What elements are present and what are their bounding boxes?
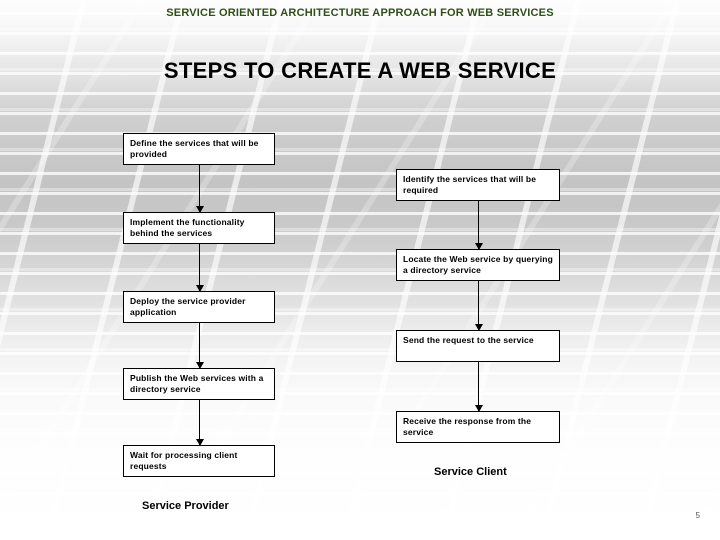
slide-subtitle: STEPS TO CREATE A WEB SERVICE: [163, 58, 557, 83]
client-step-1-box[interactable]: Identify the services that will be requi…: [396, 169, 560, 201]
provider-connector-3-4: [196, 323, 204, 369]
provider-step-1-box[interactable]: Define the services that will be provide…: [123, 133, 275, 165]
provider-step-5-box[interactable]: Wait for processing client requests: [123, 445, 275, 477]
arrowhead-icon: [196, 206, 204, 213]
client-step-3-box[interactable]: Send the request to the service: [396, 330, 560, 362]
service-provider-label: Service Provider: [142, 500, 229, 512]
client-step-2-box[interactable]: Locate the Web service by querying a dir…: [396, 249, 560, 281]
arrowhead-icon: [196, 362, 204, 369]
provider-step-4-box[interactable]: Publish the Web services with a director…: [123, 368, 275, 400]
provider-step-3-box[interactable]: Deploy the service provider application: [123, 291, 275, 323]
arrowhead-icon: [475, 324, 483, 331]
arrowhead-icon: [196, 285, 204, 292]
provider-connector-2-3: [196, 244, 204, 292]
client-connector-3-4: [475, 362, 483, 412]
service-client-label: Service Client: [434, 466, 507, 478]
client-connector-1-2: [475, 201, 483, 250]
provider-connector-1-2: [196, 165, 204, 213]
arrowhead-icon: [475, 405, 483, 412]
arrowhead-icon: [475, 243, 483, 250]
provider-connector-4-5: [196, 400, 204, 446]
arrowhead-icon: [196, 439, 204, 446]
page-number: 5: [695, 511, 700, 520]
provider-step-2-box[interactable]: Implement the functionality behind the s…: [123, 212, 275, 244]
slide-header-title: SERVICE ORIENTED ARCHITECTURE APPROACH F…: [166, 7, 554, 19]
client-step-4-box[interactable]: Receive the response from the service: [396, 411, 560, 443]
client-connector-2-3: [475, 281, 483, 331]
